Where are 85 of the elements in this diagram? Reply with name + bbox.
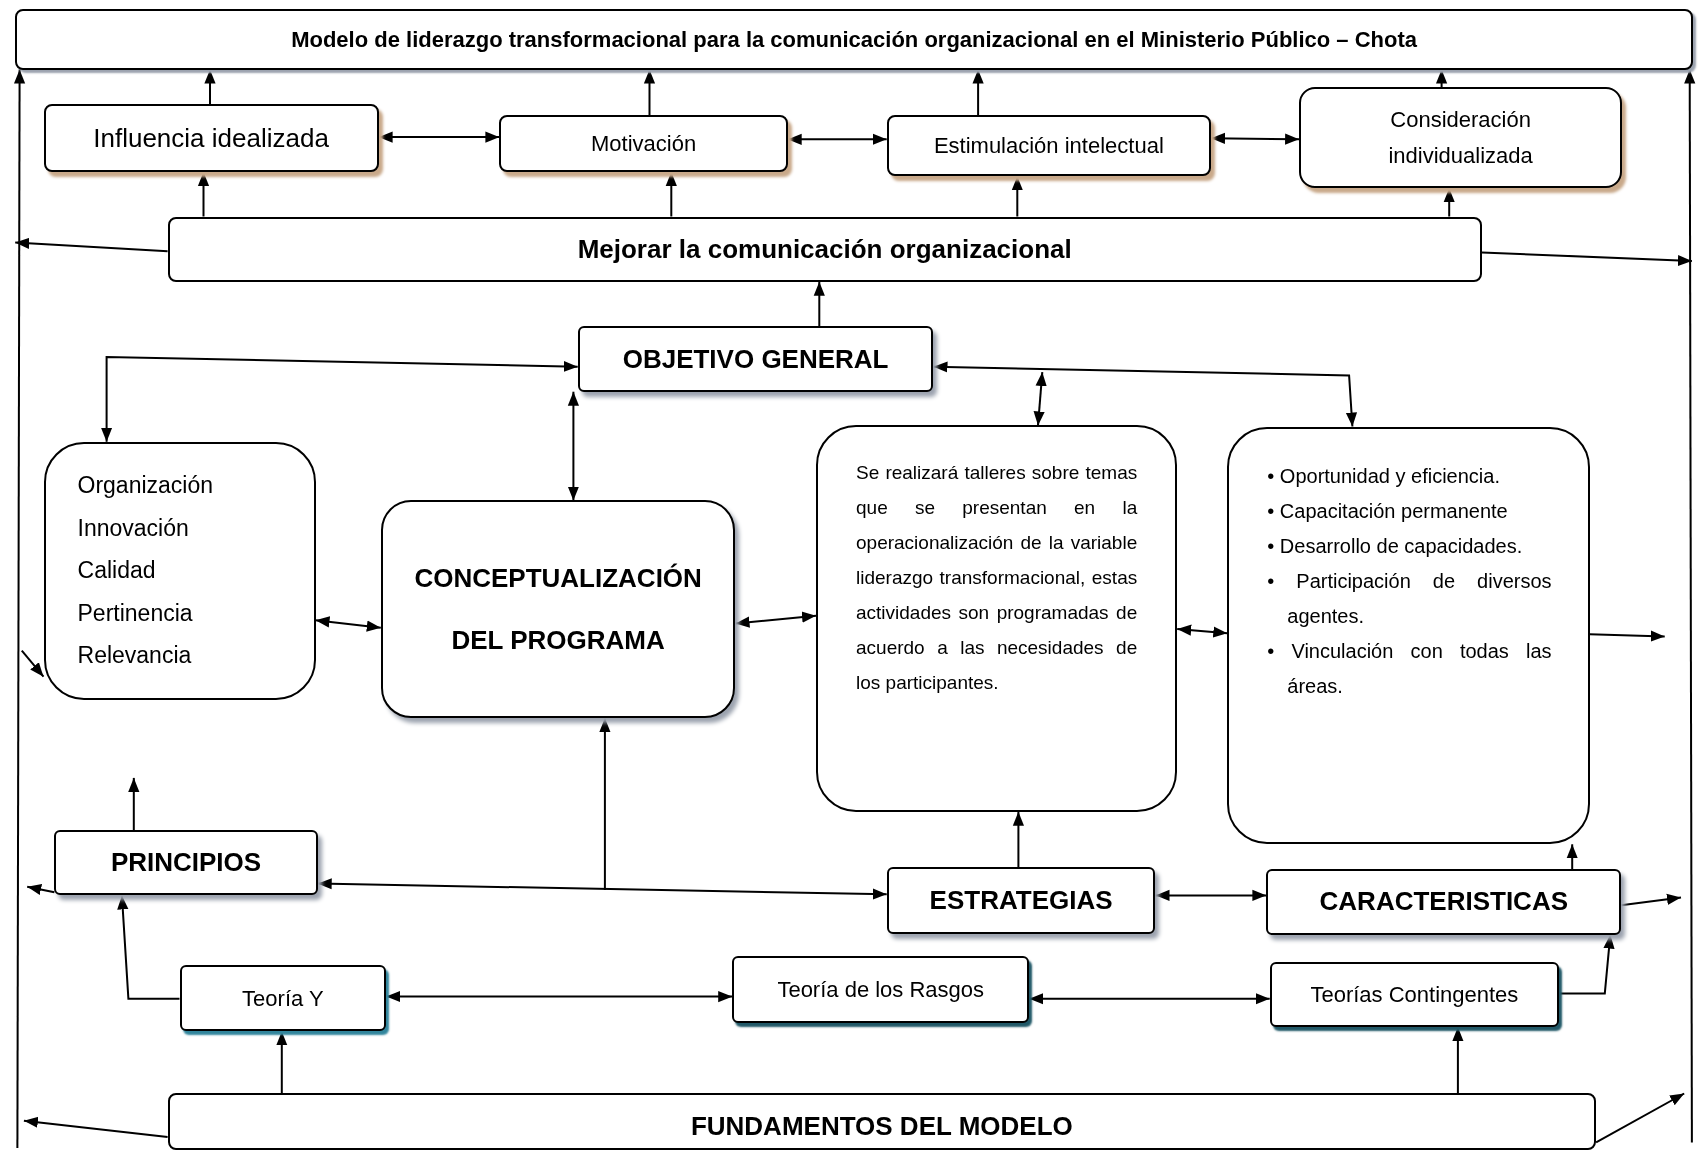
arrow — [932, 361, 1358, 428]
box-label: Teoría de los Rasgos — [777, 976, 985, 1005]
arrow — [972, 68, 984, 117]
bullet-item: • Vinculación con todas las áreas. — [1267, 638, 1552, 699]
arrow — [1452, 1026, 1464, 1095]
process-box — [167, 216, 1482, 282]
arrow — [204, 68, 216, 106]
arrow — [1154, 889, 1268, 901]
arrow — [665, 170, 677, 218]
process-box — [1269, 961, 1560, 1028]
arrow — [1033, 371, 1047, 427]
title-box — [15, 8, 1693, 70]
process-box — [816, 425, 1178, 812]
arrow — [197, 170, 210, 218]
box-label: Consideración individualizada — [1387, 105, 1534, 170]
arrow — [101, 355, 579, 443]
process-box — [732, 956, 1030, 1023]
arrow — [377, 131, 501, 143]
box-label: Se realizará talleres sobre temas que se presentan en la operacionalización de la variable liderazgo transformacional, estas actividades son programadas de acuerdo a las necesidades de los participantes. — [856, 461, 1138, 696]
arrow — [643, 68, 656, 117]
arrow — [599, 717, 611, 891]
arrow — [314, 616, 382, 632]
box-label: Organización — [77, 471, 215, 501]
box-label: Teorías Contingentes — [1310, 980, 1519, 1009]
bullet-item: • Oportunidad y eficiencia. — [1267, 463, 1501, 489]
bullet-item: • Capacitación permanente — [1267, 498, 1509, 524]
arrow — [1588, 630, 1666, 642]
arrow — [1620, 893, 1682, 907]
arrow — [316, 878, 888, 900]
process-box — [43, 104, 379, 172]
arrow — [1028, 993, 1271, 1005]
process-box — [886, 115, 1211, 177]
bullet-item: • Desarrollo de capacidades. — [1267, 533, 1524, 559]
arrow — [1480, 251, 1693, 267]
box-label: Influencia idealizada — [93, 121, 329, 155]
arrow — [1443, 187, 1455, 218]
arrow — [786, 133, 888, 145]
arrow — [734, 611, 817, 628]
arrow — [128, 776, 140, 832]
arrow — [1566, 843, 1578, 871]
process-box — [577, 326, 934, 392]
box-label: PRINCIPIOS — [110, 846, 262, 880]
process-box — [380, 500, 736, 719]
box-label: Mejorar la comunicación organizacional — [577, 232, 1072, 266]
process-box — [167, 1093, 1597, 1150]
arrow — [13, 68, 26, 1149]
box-label: Calidad — [77, 556, 157, 586]
box-label: Innovación — [77, 513, 190, 543]
process-box — [886, 867, 1156, 934]
box-label: Pertinencia — [77, 598, 194, 628]
arrow — [22, 1116, 169, 1138]
box-label: Modelo de liderazgo transformacional para la comunicación organizacional en el Ministerio Público – Chota — [291, 25, 1417, 54]
arrow — [813, 280, 825, 328]
arrow — [1558, 933, 1615, 995]
arrow — [14, 237, 169, 253]
arrow — [1684, 68, 1696, 1144]
arrow — [1210, 132, 1301, 145]
box-label: Motivación — [590, 130, 697, 159]
arrow — [567, 390, 579, 502]
process-box — [499, 115, 788, 172]
process-box — [179, 965, 387, 1032]
arrow — [117, 894, 181, 1000]
arrow — [1011, 175, 1023, 218]
arrow — [20, 649, 45, 678]
arrow — [1436, 68, 1448, 88]
process-box — [1299, 87, 1623, 189]
process-box — [1266, 869, 1622, 935]
bullet-item: • Participación de diversos agentes. — [1267, 568, 1552, 629]
arrow — [26, 884, 56, 895]
box-label: Estimulación intelectual — [933, 132, 1164, 161]
arrow — [385, 991, 734, 1003]
box-label: Teoría Y — [242, 984, 324, 1013]
box-label: FUNDAMENTOS DEL MODELO — [690, 1110, 1073, 1143]
arrow — [1176, 624, 1229, 638]
arrow — [1012, 810, 1024, 869]
arrow — [1595, 1092, 1686, 1144]
process-box — [1227, 426, 1590, 845]
box-label: CONCEPTUALIZACIÓN DEL PROGRAMA — [413, 562, 703, 658]
box-label: ESTRATEGIAS — [929, 883, 1113, 917]
box-label: CARACTERISTICAS — [1319, 885, 1568, 919]
box-label: Relevancia — [77, 641, 193, 671]
process-box — [43, 441, 316, 700]
process-box — [54, 830, 318, 896]
box-label: OBJETIVO GENERAL — [622, 342, 889, 376]
arrow — [276, 1030, 288, 1095]
